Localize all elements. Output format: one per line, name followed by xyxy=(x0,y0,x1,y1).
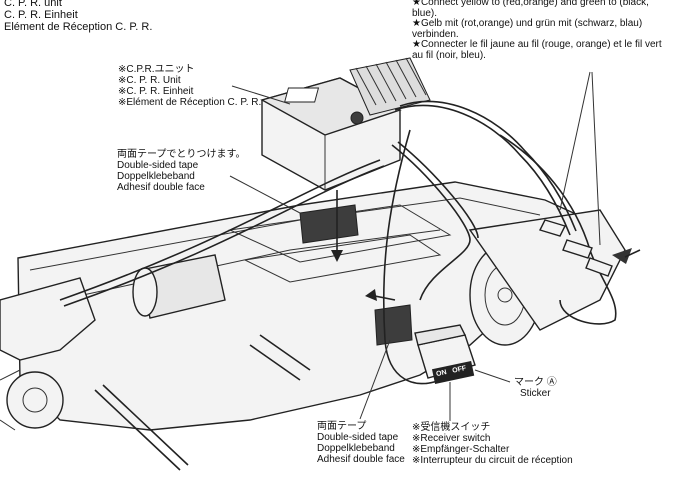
cpr-unit-callout-line-1: ※C.P.R.ユニット xyxy=(118,64,195,75)
instruction-german: ★Gelb mit (rot,orange) und grün mit (sch… xyxy=(412,18,643,40)
cpr-unit-heading-line-1: C. P. R. unit xyxy=(4,0,62,9)
tape-callout-bottom-line-2: Double-sided tape xyxy=(317,432,399,443)
receiver-switch-line-2: ※Receiver switch xyxy=(412,433,491,444)
cpr-unit-callout: ※C.P.R.ユニット ※C. P. R. Unit ※C. P. R. Ein… xyxy=(118,64,261,108)
cpr-unit-drawing xyxy=(260,57,431,191)
cpr-unit-heading-line-2: C. P. R. Einheit xyxy=(4,9,78,21)
tape-callout-top-line-1: 両面テープでとりつけます。 xyxy=(117,149,246,160)
tape-callout-bottom-line-3: Doppelklebeband xyxy=(317,443,395,454)
cpr-unit-callout-line-2: ※C. P. R. Unit xyxy=(118,75,181,86)
sticker-label: Sticker xyxy=(520,388,551,399)
sticker-callout: マーク Ⓐ Sticker xyxy=(514,377,557,399)
cpr-unit-callout-line-4: ※Elément de Réception C. P. R. xyxy=(118,97,262,108)
cpr-unit-callout-line-3: ※C. P. R. Einheit xyxy=(118,86,194,97)
sticker-mark-label: マーク Ⓐ xyxy=(514,377,557,388)
tape-callout-top-line-2: Double-sided tape xyxy=(117,160,199,171)
chassis-frame xyxy=(17,181,616,431)
tape-callout-bottom: 両面テープ Double-sided tape Doppelklebeband … xyxy=(317,421,405,465)
receiver-switch-line-3: ※Empfänger-Schalter xyxy=(412,444,510,455)
receiver-switch-line-4: ※Interrupteur du circuit de réception xyxy=(412,455,573,466)
receiver-switch-drawing xyxy=(414,324,476,384)
tape-callout-top-line-3: Doppelklebeband xyxy=(117,171,195,182)
tape-callout-bottom-line-1: 両面テープ xyxy=(317,421,367,432)
tape-callout-bottom-line-4: Adhesif double face xyxy=(317,454,405,465)
instruction-english: ★Connect yellow to (red,orange) and gree… xyxy=(412,0,649,19)
receiver-switch-callout: ※受信機スイッチ ※Receiver switch ※Empfänger-Sch… xyxy=(412,422,573,466)
switch-on-text: ON xyxy=(435,369,448,379)
cpr-unit-heading: C. P. R. unit C. P. R. Einheit Elément d… xyxy=(4,0,152,33)
instruction-french: ★Connecter le fil jaune au fil (rouge, o… xyxy=(412,39,662,61)
cpr-unit-heading-line-3: Elément de Réception C. P. R. xyxy=(4,21,153,33)
tape-piece-bottom xyxy=(374,304,413,346)
receiver-switch-line-1: ※受信機スイッチ xyxy=(412,422,491,433)
switch-off-text: OFF xyxy=(451,364,467,375)
tape-callout-top: 両面テープでとりつけます。 Double-sided tape Doppelkl… xyxy=(117,149,246,193)
wire-connection-instructions: ★Connect yellow to (red,orange) and gree… xyxy=(412,0,670,61)
tape-callout-top-line-4: Adhesif double face xyxy=(117,182,205,193)
